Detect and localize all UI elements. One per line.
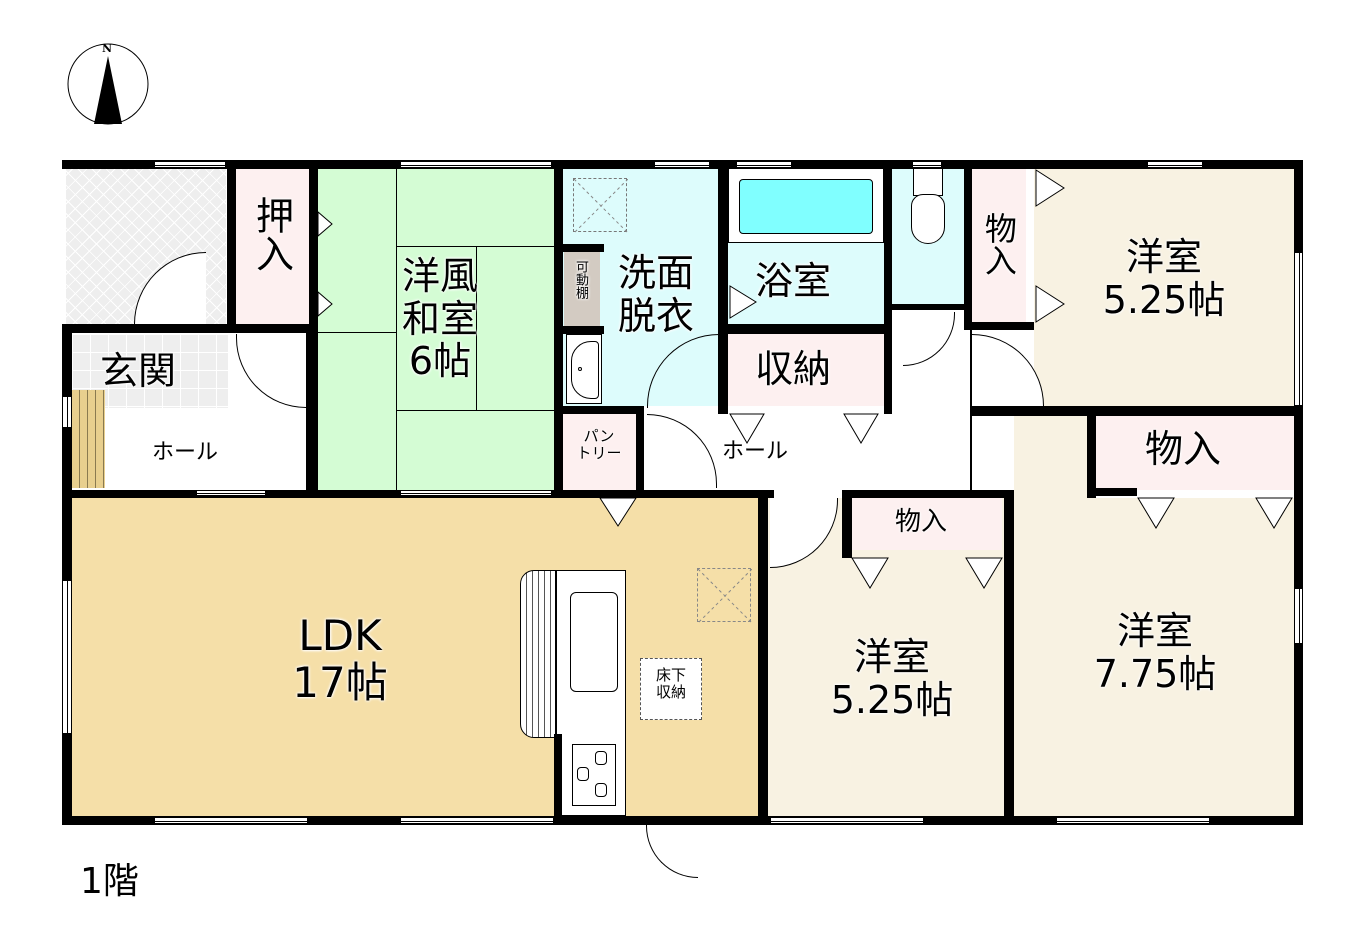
- bathroom-label: 浴室: [755, 259, 832, 303]
- room-storage-center: [728, 334, 884, 406]
- window-western-se-right: [1294, 588, 1303, 644]
- ldk-label: LDK 17帖: [292, 611, 388, 708]
- ceiling-hatch-ldk-icon: [697, 568, 753, 624]
- wall-bath-storage: [718, 324, 892, 334]
- wall-western-center-right: [1004, 490, 1014, 825]
- wall-oshiire-left: [227, 160, 236, 333]
- japanese-room-label: 洋風 和室 6帖: [401, 254, 478, 384]
- hall-left-label: ホール: [152, 440, 219, 465]
- genkan-label: 玄関: [100, 349, 177, 393]
- washbasin-icon: [566, 334, 602, 404]
- wall-left: [62, 326, 72, 825]
- wall-ldk-right: [758, 490, 768, 825]
- oshiire-label: 押入: [249, 196, 294, 272]
- toilet-icon: [911, 164, 945, 244]
- window-ldk-bottom-1: [154, 817, 308, 824]
- window-western-center-bottom: [770, 817, 924, 824]
- window-ldk-left: [62, 580, 72, 734]
- window-western-ne-right: [1294, 252, 1303, 406]
- wall-toilet-bottom: [884, 304, 972, 310]
- window-japanese-bottom: [400, 490, 552, 496]
- room-western-ne: [1034, 168, 1294, 406]
- wall-genkan-right: [306, 326, 310, 490]
- closet-e-label: 物入: [1145, 427, 1222, 471]
- wall-western-ne-bottom: [972, 406, 1302, 416]
- room-japanese: [318, 168, 554, 490]
- ceiling-hatch-icon: [573, 178, 629, 234]
- floor-label: 1階: [80, 861, 139, 902]
- wall-closet-center-left: [842, 490, 852, 558]
- wall-washroom-bottom: [554, 406, 644, 414]
- washroom-label: 洗面 脱衣: [617, 251, 694, 338]
- entry-step: [72, 390, 105, 488]
- wall-closet-e-bottom: [1087, 488, 1137, 496]
- storage-center-label: 収納: [755, 347, 832, 391]
- room-western-se: [1014, 498, 1294, 816]
- wall-kitchen: [554, 734, 562, 824]
- compass-north-label: N: [102, 42, 113, 55]
- window-bath-top: [736, 161, 792, 168]
- room-closet-e: [1096, 416, 1294, 490]
- underfloor-storage: [640, 658, 702, 720]
- window-washroom-top: [654, 161, 710, 168]
- wall-washroom-right: [718, 160, 728, 414]
- room-ldk: [72, 498, 758, 816]
- wall-pantry-right: [636, 406, 644, 498]
- room-closet-center: [852, 498, 1002, 550]
- wall-bath-right: [884, 160, 892, 414]
- north-arrow-icon: [67, 43, 149, 125]
- bathtub-icon: [728, 168, 884, 243]
- wall-toilet-right: [964, 160, 972, 326]
- kitchen-bar-counter: [520, 570, 556, 738]
- pantry-label: パン トリー: [576, 427, 622, 463]
- wall-mid-right: [842, 490, 1012, 498]
- western-se-label: 洋室 7.75帖: [1093, 609, 1217, 696]
- wall-shelf-top: [562, 244, 604, 252]
- window-western-ne-top: [1147, 161, 1203, 168]
- window-japanese-top: [400, 161, 552, 168]
- window-ldk-bottom-2: [400, 817, 554, 824]
- movable-shelf-label: 可動棚: [572, 260, 588, 299]
- wall-japanese-right: [554, 160, 563, 498]
- wall-japanese-left: [309, 160, 318, 498]
- window-porch-top: [154, 161, 226, 168]
- wall-closet-ne-bottom: [964, 322, 1034, 330]
- room-pantry: [562, 414, 636, 490]
- window-genkan-left: [62, 396, 72, 428]
- room-western-se-upper: [1014, 416, 1096, 498]
- wall-right: [1294, 160, 1303, 825]
- hall-center-label: ホール: [722, 439, 789, 464]
- wall-shelf-bottom: [562, 326, 604, 334]
- window-western-se-bottom: [1056, 817, 1210, 824]
- room-hall-left: [105, 410, 310, 490]
- window-toilet-top: [912, 161, 942, 168]
- wall-porch-bottom: [62, 324, 318, 333]
- western-center-label: 洋室 5.25帖: [830, 635, 954, 722]
- underfloor-storage-label: 床下 収納: [655, 666, 686, 702]
- wall-hall-right: [970, 326, 972, 490]
- window-hall-left-bottom: [196, 490, 266, 496]
- western-ne-label: 洋室 5.25帖: [1102, 235, 1226, 322]
- wall-bottom: [62, 816, 1302, 825]
- room-closet-ne: [972, 168, 1026, 324]
- kitchen-sink-icon: [570, 592, 618, 692]
- closet-center-label: 物入: [895, 507, 948, 537]
- movable-shelf: [564, 252, 600, 326]
- compass: N: [66, 42, 150, 126]
- stove-icon: [572, 744, 616, 806]
- closet-ne-label: 物入: [979, 212, 1018, 276]
- room-oshiire: [236, 168, 310, 326]
- wall-closet-e-left: [1087, 406, 1096, 498]
